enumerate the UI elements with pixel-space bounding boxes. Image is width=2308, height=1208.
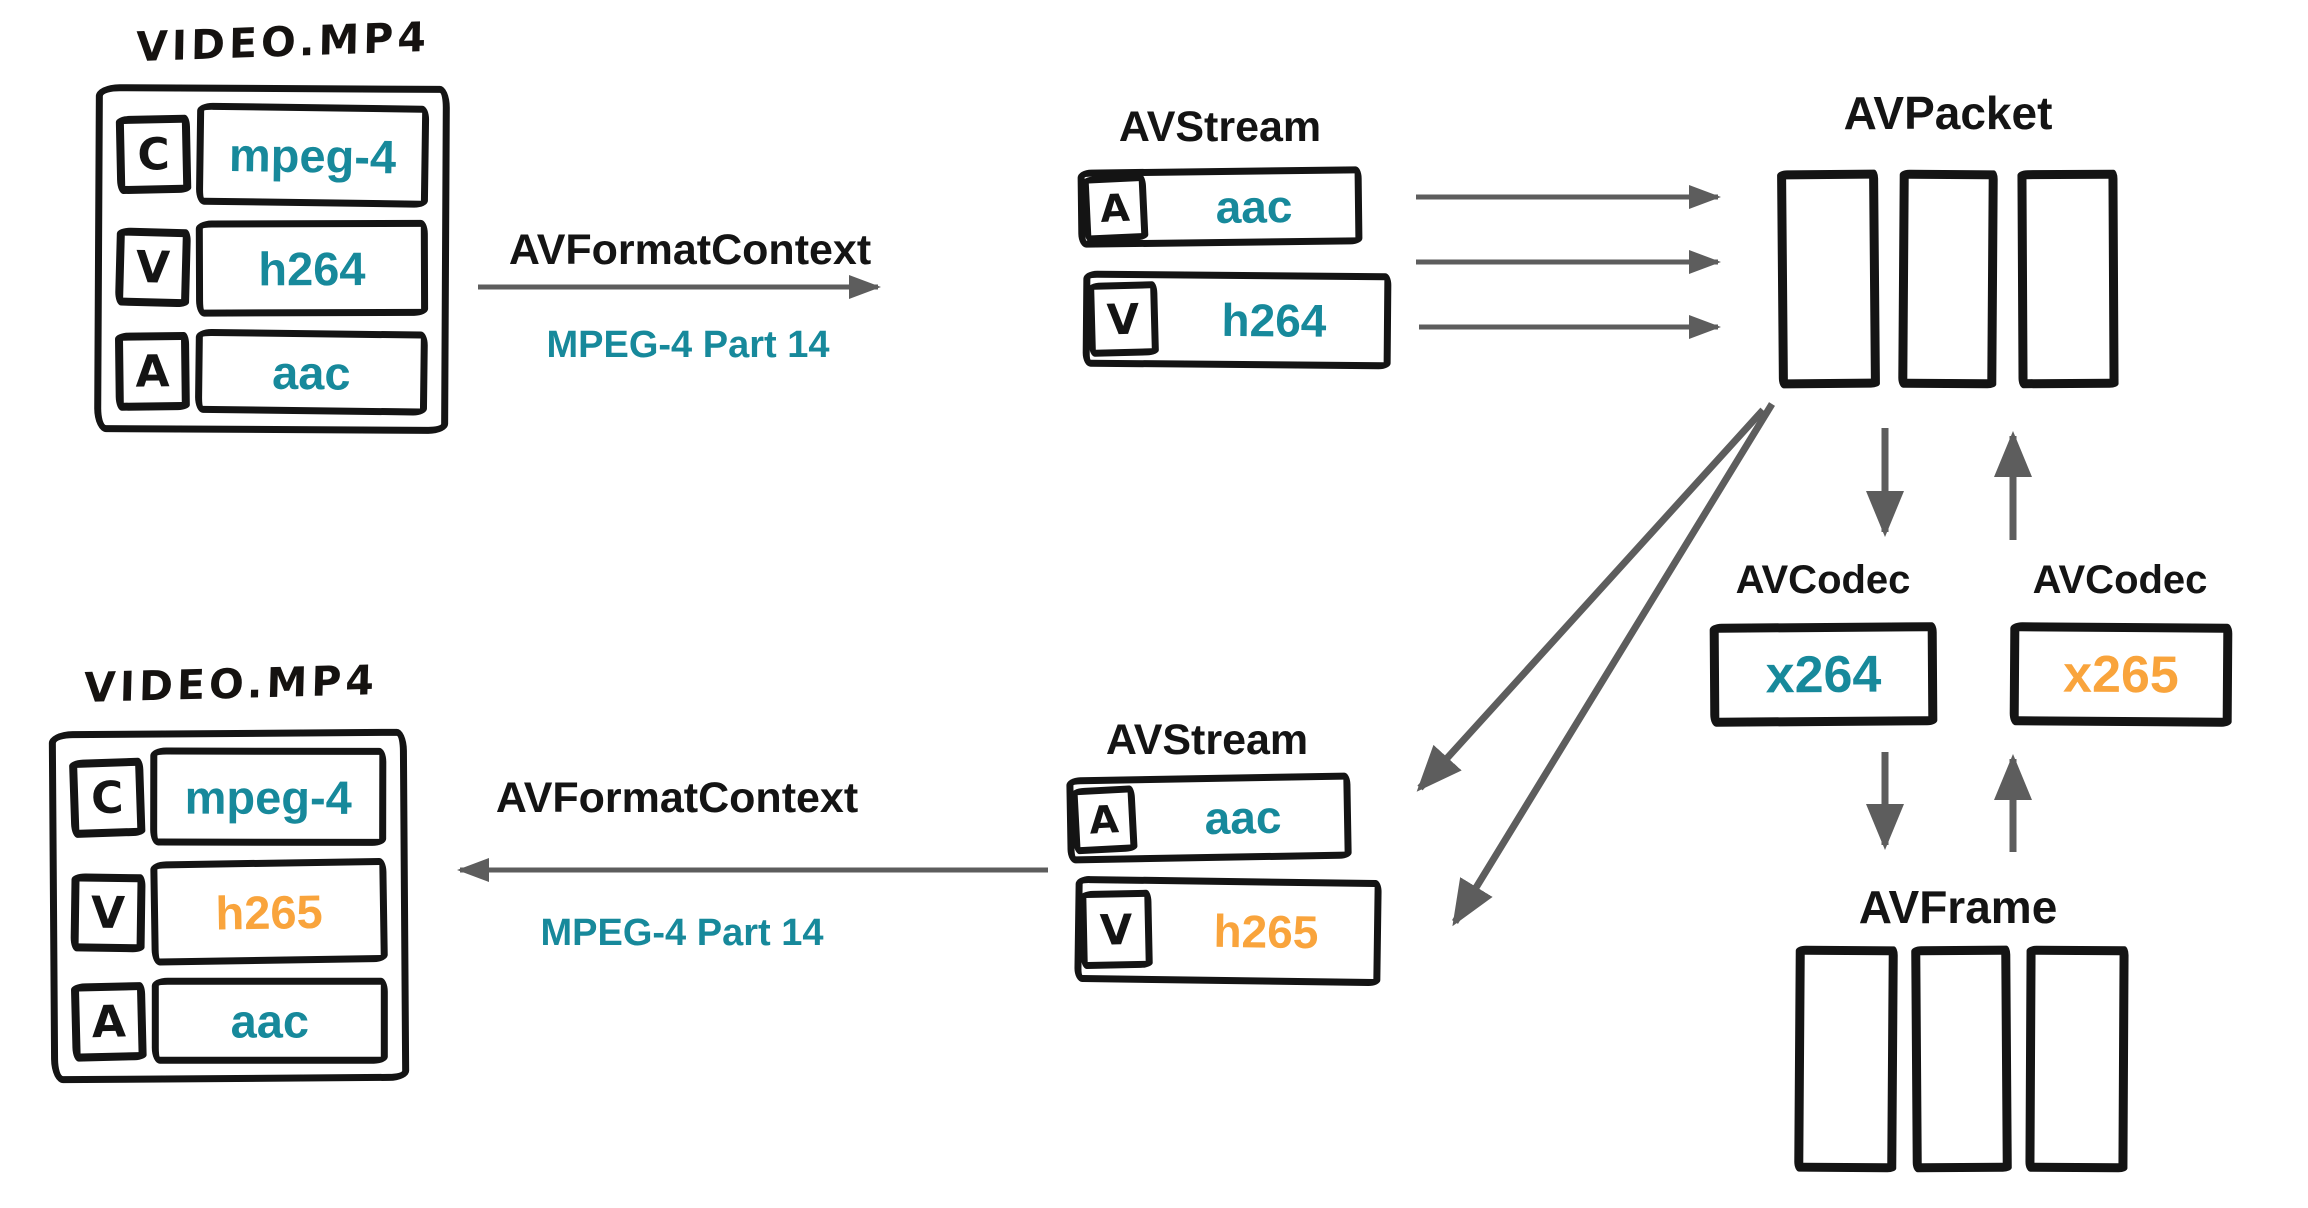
arrow-packet-to-stream-video: [1452, 402, 1775, 927]
container-badge: A: [70, 981, 147, 1062]
format-context-sublabel-bottom: MPEG-4 Part 14: [540, 912, 824, 954]
stream-badge: V: [1079, 889, 1153, 970]
codec-value-box: mpeg-4: [195, 102, 430, 208]
encoder-label: AVCodec: [2032, 558, 2208, 602]
frame-slot: [1911, 945, 2012, 1173]
frame-slot: [2025, 945, 2129, 1173]
stream-row-audio-top: A aac: [1077, 166, 1363, 248]
stream-codec: aac: [1215, 180, 1293, 234]
output-file-container: C mpeg-4 V h265 A aac: [48, 728, 410, 1084]
stream-badge: A: [1081, 173, 1149, 243]
container-badge: V: [114, 227, 191, 308]
container-row: V h265: [70, 857, 388, 966]
packet-slot: [2017, 169, 2119, 389]
stream-row-video-bottom: V h265: [1074, 875, 1382, 987]
codec-value: h265: [215, 884, 324, 940]
container-row: A aac: [70, 977, 389, 1065]
stream-badge: A: [1070, 785, 1138, 855]
stream-codec: h265: [1213, 904, 1319, 959]
stream-label-top: AVStream: [1118, 103, 1322, 151]
format-context-label-bottom: AVFormatContext: [495, 774, 859, 822]
codec-value: aac: [230, 994, 310, 1048]
codec-value: h264: [258, 241, 366, 295]
container-row: C mpeg-4: [115, 102, 430, 208]
format-context-label-top: AVFormatContext: [508, 226, 872, 274]
frame-slot: [1794, 945, 1898, 1173]
stream-codec: h264: [1221, 293, 1327, 347]
source-file-container: C mpeg-4 V h264 A aac: [94, 84, 450, 434]
stream-row-video-top: V h264: [1082, 270, 1392, 370]
packet-slot: [1777, 169, 1880, 389]
container-badge: C: [115, 114, 192, 195]
container-row: A aac: [114, 328, 428, 416]
output-file-title: VIDEO.MP4: [83, 656, 379, 712]
container-row: V h264: [114, 219, 429, 317]
stream-row-audio-bottom: A aac: [1066, 772, 1352, 864]
packet-label: AVPacket: [1843, 87, 2053, 139]
decoder-value: x264: [1765, 645, 1882, 704]
encoder-box: x265: [2009, 622, 2233, 727]
encoder-value: x265: [2062, 645, 2180, 704]
packet-slot: [1898, 169, 1998, 389]
decoder-box: x264: [1709, 622, 1938, 727]
arrow-packet-to-stream-audio: [1416, 407, 1766, 792]
stream-badge: V: [1087, 281, 1159, 357]
format-context-sublabel-top: MPEG-4 Part 14: [546, 324, 830, 366]
container-row: C mpeg-4: [68, 747, 387, 847]
decoder-label: AVCodec: [1735, 558, 1911, 602]
codec-value-box: aac: [151, 977, 388, 1064]
frame-label: AVFrame: [1858, 881, 2058, 933]
container-badge: V: [70, 873, 146, 953]
codec-value: mpeg-4: [184, 770, 352, 824]
codec-value: aac: [271, 345, 351, 400]
codec-value-box: mpeg-4: [150, 747, 387, 846]
stream-label-bottom: AVStream: [1105, 716, 1309, 764]
codec-value-box: aac: [194, 328, 428, 416]
container-badge: A: [114, 331, 190, 411]
codec-value-box: h265: [150, 857, 388, 966]
source-file-title: VIDEO.MP4: [135, 12, 431, 72]
container-badge: C: [68, 757, 146, 839]
stream-codec: aac: [1204, 790, 1282, 845]
codec-value: mpeg-4: [228, 127, 397, 183]
codec-value-box: h264: [195, 219, 429, 317]
